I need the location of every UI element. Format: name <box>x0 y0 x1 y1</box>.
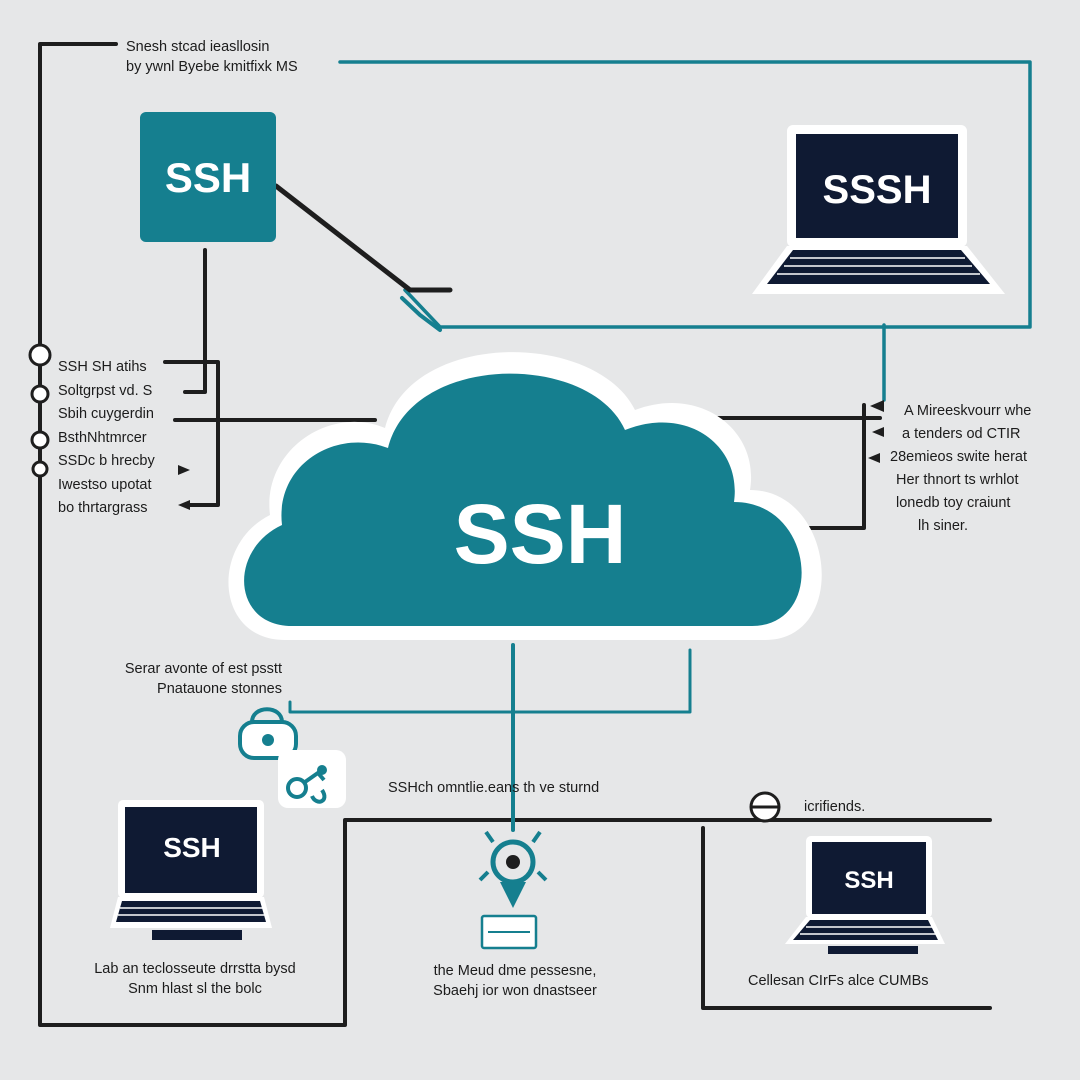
middle-left-label-1: Serar avonte of est psstt <box>124 661 282 677</box>
gear-icon <box>478 830 548 908</box>
left-label-1: SSH SH atihs <box>58 359 147 375</box>
middle-left-label-2: Pnatauone stonnes <box>157 680 282 697</box>
right-arrows <box>868 400 884 463</box>
bottom-left-laptop-icon: SSH <box>110 800 272 940</box>
cloud-shape <box>244 373 802 626</box>
laptop-label: SSH <box>163 832 221 863</box>
left-bracket <box>163 360 220 507</box>
left-label-5: SSDc b hrecby <box>58 453 155 469</box>
lock-icon <box>238 707 298 760</box>
right-label-4: Her thnort ts wrhlot <box>896 472 1019 488</box>
cloud-left-teal <box>288 648 692 714</box>
cloud-label: SSH <box>454 487 627 581</box>
arrow-right-2 <box>872 427 884 437</box>
laptop-screen <box>125 807 257 893</box>
right-label-6: lh siner. <box>918 518 968 534</box>
left-label-list: SSH SH atihs Soltgrpst vd. S Sbih cuyger… <box>58 356 155 521</box>
arrow-left-2 <box>178 500 190 510</box>
laptop-keys <box>777 257 980 275</box>
bottom-right-frame <box>701 826 992 1010</box>
laptop-keyboard <box>793 920 938 940</box>
left-bullets <box>28 343 52 478</box>
teal-hook <box>400 296 442 332</box>
laptop-keyboard <box>767 250 990 284</box>
middle-left-label: Serar avonte of est psstt Pnatauone ston… <box>60 660 282 699</box>
left-label-4: BsthNhtmrcer <box>58 429 147 446</box>
top-label-line-1: Snesh stcad ieasllosin <box>126 39 270 55</box>
bottom-center-caption: the Meud dme pessesne, Sbaehj ior won dn… <box>390 962 640 1001</box>
top-teal-line <box>338 60 1032 329</box>
left-label-7: bo thrtargrass <box>58 500 148 516</box>
bottom-left-caption-1: Lab an teclosseute drrstta bysd <box>94 961 296 977</box>
bottom-right-tag: icrifiends. <box>804 799 866 815</box>
top-right-laptop-icon: SSSH <box>752 125 1005 294</box>
cloud-right-lower-line <box>806 403 866 530</box>
ssh-box-label: SSH <box>165 154 251 201</box>
bottom-left-caption: Lab an teclosseute drrstta bysd Snm hlas… <box>40 960 350 999</box>
right-label-2: a tenders od CTIR <box>902 426 1021 442</box>
box-down-line <box>183 248 207 394</box>
bullet-2 <box>30 384 50 404</box>
laptop-screen <box>812 842 926 914</box>
arrow-left-1 <box>178 465 190 475</box>
right-label-5: lonedb toy craiunt <box>896 495 1011 511</box>
left-arrows <box>178 465 190 510</box>
ssh-box-shape <box>140 112 276 242</box>
laptop-stand <box>152 930 242 940</box>
bottom-left-caption-2: Snm hlast sl the bolc <box>128 980 262 997</box>
middle-center-label: SSHch omntlie.eans th ve sturnd <box>388 780 600 796</box>
bottom-right-caption: Cellesan CIrFs alce CUMBs <box>748 973 929 989</box>
central-cloud-icon: SSH <box>228 352 822 640</box>
right-label-3: 28emieos swite herat <box>890 449 1028 465</box>
top-label: Snesh stcad ieasllosin by ywnl Byebe kmi… <box>126 38 298 77</box>
laptop-keyboard <box>116 901 266 922</box>
laptop-label: SSH <box>844 867 893 894</box>
arrow-right-1 <box>870 400 884 412</box>
laptop-stand <box>828 946 918 954</box>
right-label-list: A Mireeskvourr whe a tenders od CTIR 28e… <box>890 400 1031 538</box>
laptop-keys <box>800 926 936 935</box>
laptop-keys <box>118 907 265 916</box>
device-icon <box>480 914 538 950</box>
left-label-3: Sbih cuygerdin <box>58 406 154 422</box>
connector-lines <box>38 42 1032 1027</box>
bottom-right-laptop-icon: SSH <box>785 836 945 954</box>
box-diagonal-line <box>273 183 453 293</box>
arrow-right-3 <box>868 453 880 463</box>
outer-left-frame-line <box>38 42 992 1027</box>
bottom-center-caption-1: the Meud dme pessesne, <box>433 963 597 979</box>
bullet-1 <box>28 343 52 367</box>
top-left-ssh-box: SSH <box>140 112 276 242</box>
key-icon <box>278 750 346 808</box>
left-label-6: Iwestso upotat <box>58 476 152 493</box>
laptop-label: SSSH <box>823 168 932 212</box>
top-label-line-2: by ywnl Byebe kmitfixk MS <box>126 58 298 75</box>
bullet-3 <box>30 430 50 450</box>
laptop-screen <box>796 134 958 238</box>
left-label-2: Soltgrpst vd. S <box>58 382 153 399</box>
bottom-center-caption-2: Sbaehj ior won dnastseer <box>433 982 597 999</box>
right-label-1: A Mireeskvourr whe <box>904 403 1032 419</box>
bullet-4 <box>31 460 49 478</box>
